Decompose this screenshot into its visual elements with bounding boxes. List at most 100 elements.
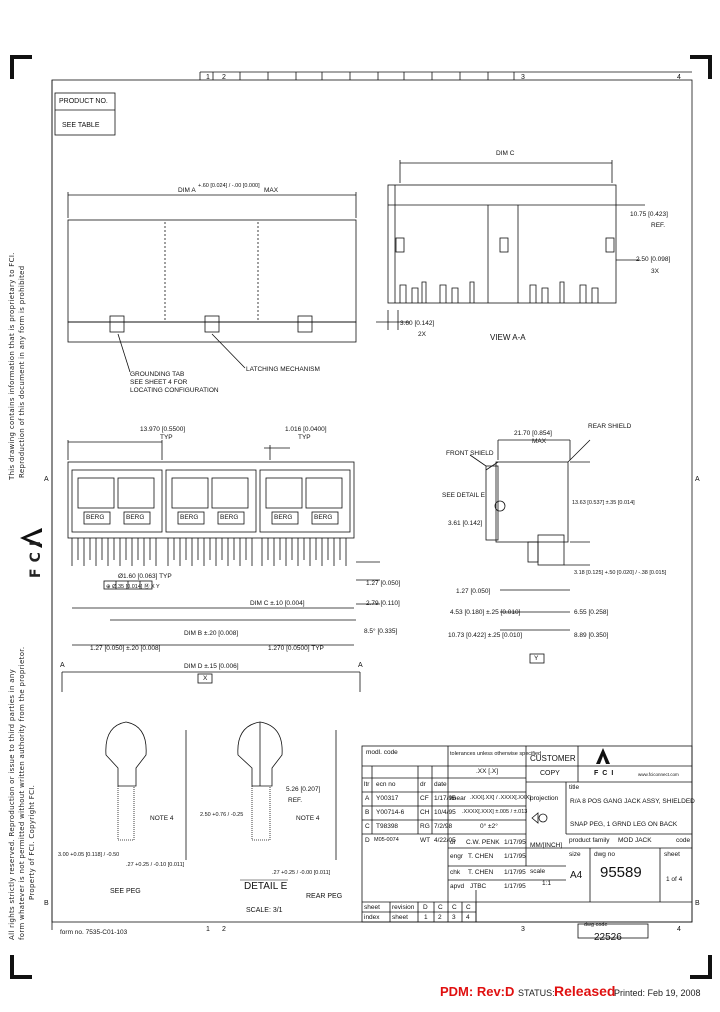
view-aa-3x: 3X — [651, 268, 659, 275]
product-no-value: SEE TABLE — [62, 122, 100, 129]
grounding-callout-3: LOCATING CONFIGURATION — [130, 387, 219, 394]
zone-bottom-2: 2 — [222, 926, 226, 933]
tb-sheet-cell-3: 3 — [452, 914, 456, 921]
tb-dr: dr — [420, 781, 426, 788]
view-aa-ref: REF. — [651, 222, 666, 229]
side-text-5: Property of FCI. Copyright FCI. — [28, 784, 36, 900]
tb-date: date — [434, 781, 447, 788]
zone-top-1: 1 — [206, 74, 210, 81]
side-max: MAX — [532, 438, 547, 445]
view-aa-title: VIEW A-A — [490, 333, 526, 342]
tb-row-b-ecn: Y00714-6 — [376, 809, 405, 816]
tb-row-c-date: 7/2/98 — [434, 823, 453, 830]
detail-scale: SCALE: 3/1 — [246, 907, 283, 914]
view-aa-dim-c: DIM C — [496, 150, 515, 157]
tb-tol-xx: .XX [.X] — [476, 768, 499, 775]
side-dim-655: 6.55 [0.258] — [574, 609, 609, 616]
side-text-1: This drawing contains information that i… — [8, 252, 16, 480]
tb-tol-xxxx: .XXXX[.XXX] ±.005 / ±.013 — [462, 809, 528, 815]
tb-row-d-ecn: M05-0074 — [374, 837, 399, 843]
section-a-right: A — [358, 662, 363, 669]
berg-label-2: BERG — [126, 514, 145, 521]
berg-label-4: BERG — [220, 514, 239, 521]
tb-dwg-no: dwg no — [594, 851, 615, 858]
front-dim-d: DIM D ±.15 [0.006] — [184, 663, 239, 670]
side-dim-2170: 21.70 [0.854] — [514, 430, 552, 437]
crop-mark-bottom-left-h — [10, 975, 32, 979]
tb-rev-cell-3: C — [452, 904, 457, 911]
berg-label-3: BERG — [180, 514, 199, 521]
tb-projection: projection — [530, 795, 559, 802]
front-dim-1016: 1.016 [0.0400] — [285, 426, 327, 433]
detail-see-peg: SEE PEG — [110, 888, 141, 895]
zone-bottom-3: 3 — [521, 926, 525, 933]
tb-dwg-code-label: dwg code — [584, 922, 608, 928]
tb-sheet-cell-2: 2 — [438, 914, 442, 921]
tb-apvd-date: 1/17/95 — [504, 883, 526, 890]
tb-rev-cell-2: C — [438, 904, 443, 911]
tb-row-a-ltr: A — [365, 795, 370, 802]
detail-dim-526: 5.26 [0.207] — [286, 786, 321, 793]
fci-side-logo — [18, 510, 44, 580]
front-typ1: TYP — [160, 434, 173, 441]
tb-ecn: ecn no — [376, 781, 396, 788]
front-pitch: 13.970 [0.5500] — [140, 426, 186, 433]
tb-engr: engr — [450, 853, 464, 860]
tb-row-c-ltr: C — [365, 823, 370, 830]
tb-ltr: ltr — [364, 781, 370, 788]
zone-left-b: B — [44, 900, 49, 907]
latching-callout: LATCHING MECHANISM — [246, 366, 320, 373]
tb-apvd: apvd — [450, 883, 465, 890]
front-dim-85: 8.5° [0.335] — [364, 628, 398, 635]
tb-title-label: title — [569, 784, 580, 791]
tb-chk-name: T. CHEN — [468, 869, 494, 876]
crop-mark-top-left-v — [10, 55, 14, 79]
detail-dim-27b: .27 +0.25 / -0.00 [0.011] — [272, 870, 331, 876]
side-text-3: All rights strictly reserved. Reproducti… — [8, 668, 16, 940]
view-aa-dim-360: 3.60 [0.142] — [400, 320, 435, 327]
side-dim-1073: 10.73 [0.422] ±.25 [0.010] — [448, 632, 523, 639]
tb-sheet-row: sheet — [364, 904, 380, 911]
top-dim-a-max: MAX — [264, 187, 279, 194]
top-dim-a: DIM A — [178, 187, 196, 194]
view-aa-2x: 2X — [418, 331, 426, 338]
tb-logo-mark — [596, 748, 610, 771]
tb-title-line2: SNAP PEG, 1 GRND LEG ON BACK — [570, 821, 678, 828]
crop-mark-bottom-left — [10, 955, 14, 979]
tb-scale-label: scale — [530, 868, 546, 875]
section-a-left: A — [60, 662, 65, 669]
tb-title-line1: R/A 8 POS GANG JACK ASSY, SHIELDED — [570, 798, 695, 805]
side-datum-y: Y — [534, 655, 539, 662]
tb-size-value: A4 — [570, 870, 583, 881]
tb-row-d-date: 4/22/05 — [434, 837, 456, 844]
side-dim-318: 3.18 [0.125] +.50 [0.020] / -.38 [0.015] — [574, 570, 667, 576]
tb-family-value: MOD JACK — [618, 837, 652, 844]
crop-mark-top-left — [10, 55, 32, 59]
detail-note-right: NOTE 4 — [296, 815, 320, 822]
detail-dim-250: 2.50 +0.76 / -0.25 — [200, 812, 244, 818]
side-text-4: form whatever is not permitted without w… — [18, 646, 26, 940]
berg-label-6: BERG — [314, 514, 333, 521]
tb-revision: revision — [392, 904, 415, 911]
rear-shield: REAR SHIELD — [588, 423, 632, 430]
tb-code: code — [676, 837, 691, 844]
tb-row-b-ltr: B — [365, 809, 370, 816]
side-dim-127: 1.27 [0.050] — [456, 588, 491, 595]
zone-right-b: B — [695, 900, 700, 907]
tb-row-c-dr: RG — [420, 823, 430, 830]
tb-row-a-date: 1/17/95 — [434, 795, 456, 802]
detail-rear-peg: REAR PEG — [306, 893, 343, 900]
zone-left-a: A — [44, 476, 49, 483]
tb-mm-inch: MM/[INCH] — [530, 842, 563, 849]
front-dim-127: 1.27 [0.050] — [366, 580, 401, 587]
tb-sheet-value: 1 of 4 — [666, 876, 683, 883]
tb-row-d-dr: WT — [420, 837, 431, 844]
tb-dwg-code-value: 22526 — [594, 932, 622, 943]
detail-note-left: NOTE 4 — [150, 815, 174, 822]
front-shield: FRONT SHIELD — [446, 450, 494, 457]
front-dim-b: DIM B ±.20 [0.008] — [184, 630, 239, 637]
tb-dr-date: 1/17/95 — [504, 839, 526, 846]
crop-mark-top-right — [690, 55, 712, 59]
tb-dwg-value: 95589 — [600, 864, 642, 881]
